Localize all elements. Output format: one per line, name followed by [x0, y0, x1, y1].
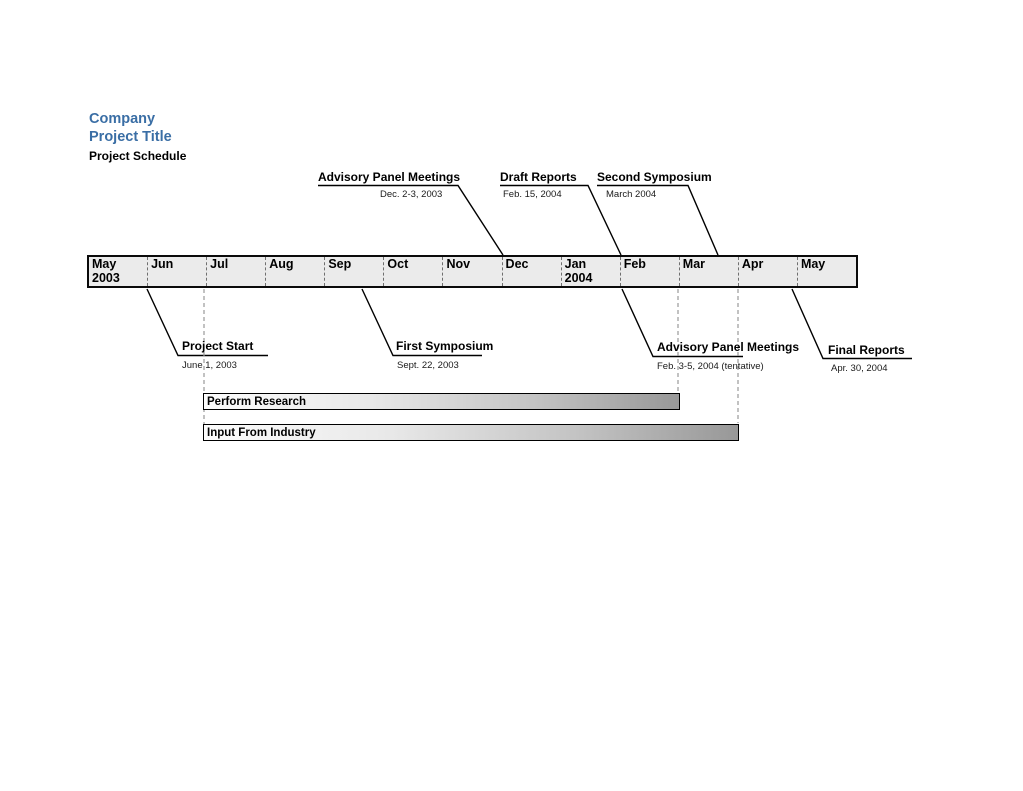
month-label: May — [800, 257, 826, 271]
month-label: Mar — [682, 257, 706, 271]
month-cell-jan-2004: Jan 2004 — [560, 257, 620, 286]
schedule-title: Project Schedule — [89, 149, 187, 163]
milestone-label-advisory-panel-dec: Advisory Panel Meetings — [318, 170, 461, 184]
milestone-date-advisory-panel-feb: Feb. 3-5, 2004 (tentative) — [657, 361, 764, 372]
month-cell-oct: Oct — [383, 257, 442, 286]
milestone-date-first-symposium: Sept. 22, 2003 — [397, 360, 459, 371]
task-label: Perform Research — [207, 395, 307, 408]
milestone-label-project-start: Project Start — [182, 339, 254, 353]
milestone-label-second-symposium: Second Symposium — [597, 170, 712, 184]
month-cell-aug: Aug — [265, 257, 324, 286]
company-name: Company — [89, 111, 156, 127]
milestone-date-advisory-panel-dec: Dec. 2-3, 2003 — [380, 189, 443, 200]
month-label: Sep — [328, 257, 352, 271]
month-cell-dec: Dec — [501, 257, 561, 286]
month-cell-nov: Nov — [442, 257, 501, 286]
month-cell-may-2003: May 2003 — [89, 257, 147, 286]
task-bar-input-from-industry: Input From Industry — [203, 424, 739, 441]
month-year-label: 2004 — [564, 270, 593, 285]
month-cell-jul: Jul — [206, 257, 265, 286]
month-cell-sep: Sep — [324, 257, 383, 286]
project-title: Project Title — [89, 129, 172, 145]
task-label: Input From Industry — [207, 426, 316, 439]
milestone-label-advisory-panel-feb: Advisory Panel Meetings — [657, 340, 800, 354]
month-label: Jul — [210, 257, 229, 271]
month-cell-feb: Feb — [619, 257, 679, 286]
month-cell-jun: Jun — [147, 257, 206, 286]
month-label: Aug — [269, 257, 294, 271]
month-label: Jan — [564, 257, 587, 271]
milestone-date-final-reports: Apr. 30, 2004 — [831, 363, 888, 374]
month-cell-may-2004: May — [796, 257, 856, 286]
month-label: Feb — [623, 257, 646, 271]
month-label: May — [92, 257, 117, 271]
month-label: Apr — [741, 257, 764, 271]
month-label: Oct — [387, 257, 409, 271]
month-label: Dec — [505, 257, 529, 271]
month-cell-mar: Mar — [678, 257, 738, 286]
month-year-label: 2003 — [92, 270, 120, 285]
month-cell-apr: Apr — [737, 257, 797, 286]
milestone-label-draft-reports: Draft Reports — [500, 170, 577, 184]
task-bar-perform-research: Perform Research — [203, 393, 680, 410]
milestone-date-second-symposium: March 2004 — [606, 189, 657, 200]
milestone-date-project-start: June 1, 2003 — [182, 360, 237, 371]
month-label: Nov — [446, 257, 471, 271]
timeline-month-bar: May 2003 Jun Jul Aug Sep Oct Nov Dec Jan… — [87, 255, 858, 288]
milestone-label-final-reports: Final Reports — [828, 343, 905, 357]
milestone-label-first-symposium: First Symposium — [396, 339, 494, 353]
month-label: Jun — [151, 257, 174, 271]
milestone-date-draft-reports: Feb. 15, 2004 — [503, 189, 562, 200]
